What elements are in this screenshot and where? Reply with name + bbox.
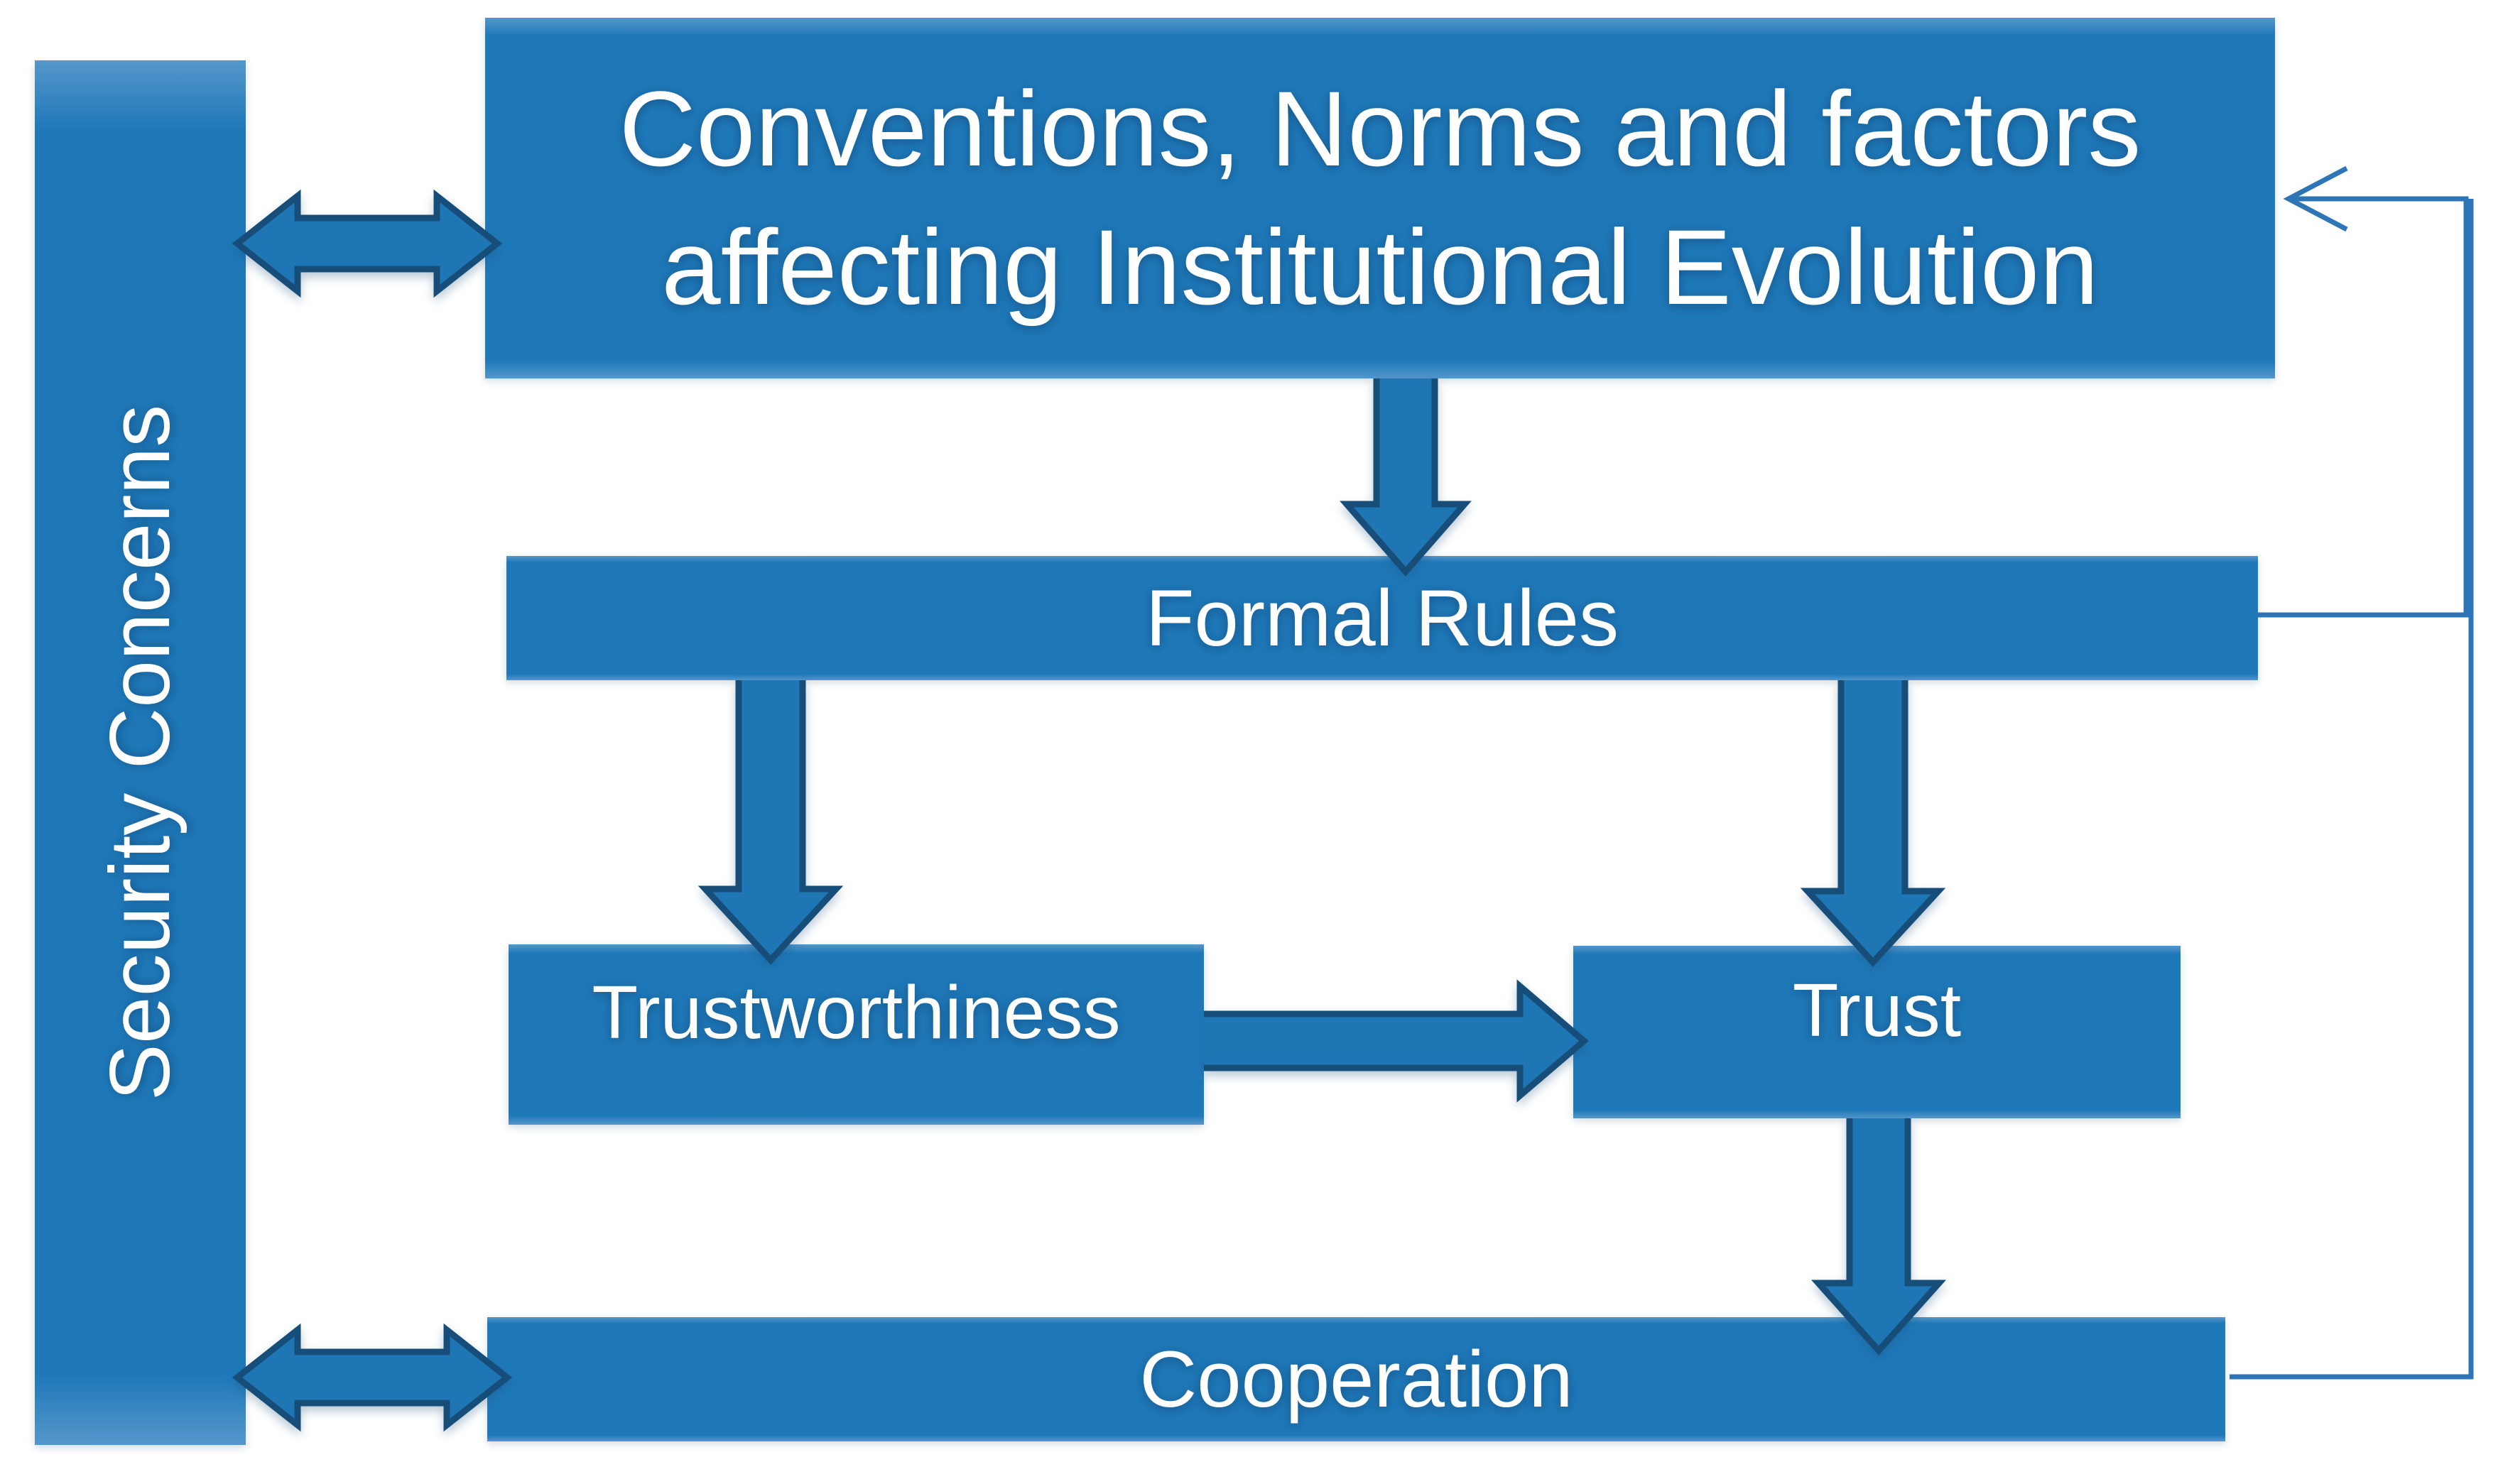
conventions-norms-label: Conventions, Norms and factors affecting… (619, 60, 2141, 337)
arrow-trust-to-cooperation (1810, 1118, 1947, 1355)
conventions-label-line-2: affecting Institutional Evolution (661, 207, 2099, 327)
node-formal-rules: Formal Rules (506, 556, 2258, 680)
double-arrow-security-cooperation (232, 1323, 513, 1432)
node-conventions-norms: Conventions, Norms and factors affecting… (485, 18, 2275, 378)
node-cooperation: Cooperation (487, 1317, 2225, 1441)
security-concerns-label: Security Concerns (92, 404, 188, 1101)
arrow-conventions-to-formal-rules (1340, 378, 1472, 577)
trust-label: Trust (1792, 968, 1962, 1052)
node-trustworthiness: Trustworthiness (509, 944, 1204, 1125)
formal-rules-label: Formal Rules (1146, 573, 1619, 662)
cooperation-label: Cooperation (1139, 1334, 1573, 1424)
double-arrow-security-conventions (232, 189, 503, 298)
feedback-arrowhead-icon (2283, 165, 2348, 232)
trustworthiness-label: Trustworthiness (592, 971, 1121, 1055)
conventions-label-line-1: Conventions, Norms and factors (619, 69, 2141, 188)
arrow-formal-rules-to-trustworthiness (697, 680, 844, 965)
arrow-trustworthiness-to-trust (1204, 979, 1589, 1103)
node-security-concerns: Security Concerns (35, 60, 246, 1445)
feedback-line-formal-rules-to-conventions (2258, 165, 2469, 618)
node-trust: Trust (1573, 946, 2181, 1118)
arrow-formal-rules-to-trust (1800, 680, 1946, 967)
